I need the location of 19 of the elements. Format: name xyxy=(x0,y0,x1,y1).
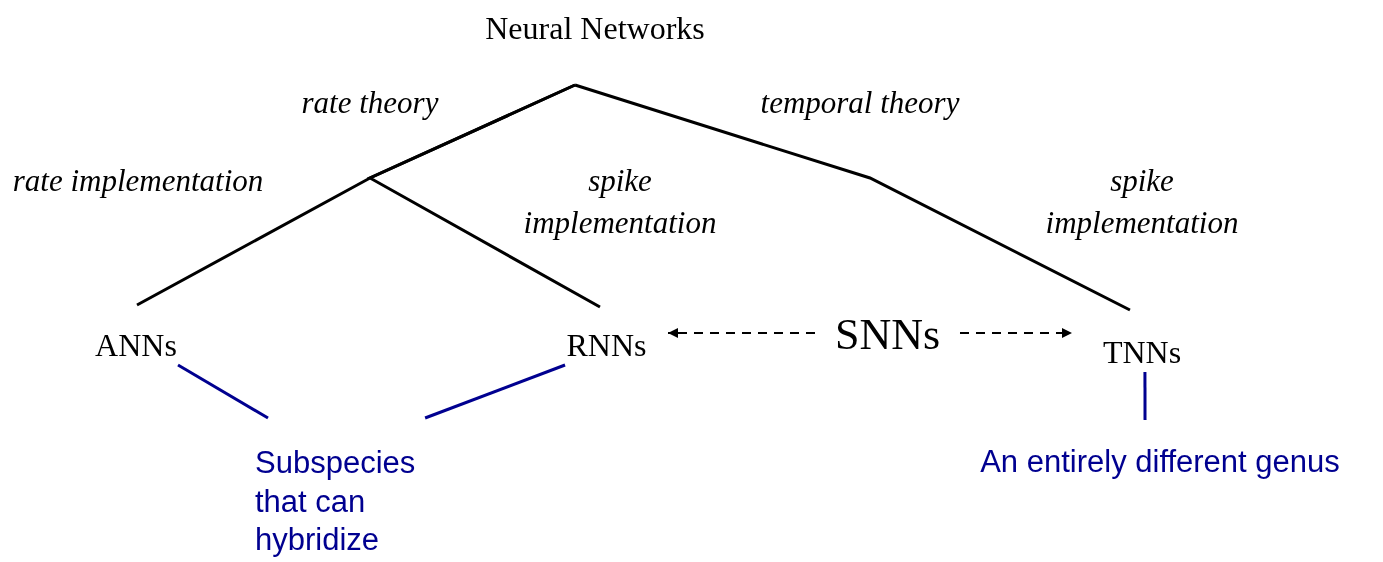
connector-line xyxy=(424,363,566,420)
connector-line xyxy=(574,83,1131,312)
node-label: SNNs xyxy=(834,308,941,361)
node-label: TNNs xyxy=(1102,333,1182,372)
branch-label: spike implementation xyxy=(1044,162,1240,242)
root-label: Neural Networks xyxy=(485,9,705,48)
connector-line xyxy=(1143,372,1147,420)
annotation-text: An entirely different genus xyxy=(980,443,1340,482)
dashed-arrow xyxy=(667,328,816,338)
node-label: ANNs xyxy=(95,326,177,365)
connector-line xyxy=(366,83,601,309)
branch-label: rate implementation xyxy=(11,162,265,200)
branch-label: rate theory xyxy=(300,84,440,122)
annotation-text: Subspecies that can hybridize xyxy=(255,443,417,560)
branch-label: spike implementation xyxy=(522,162,718,242)
connector-line xyxy=(177,363,269,420)
branch-label: temporal theory xyxy=(759,84,961,122)
node-label: RNNs xyxy=(566,326,647,365)
dashed-arrow xyxy=(959,328,1073,338)
